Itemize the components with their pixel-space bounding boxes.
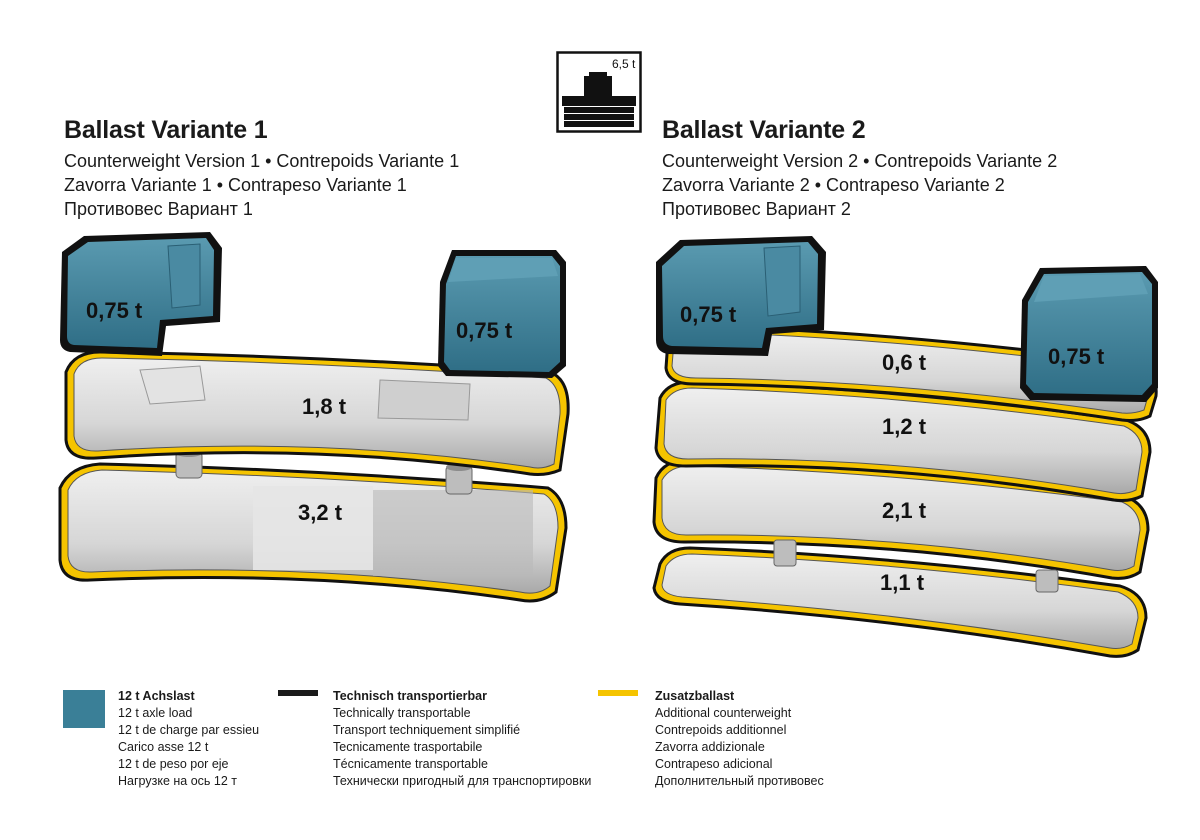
variant1-heading: Ballast Variante 1 Counterweight Version…	[64, 116, 459, 221]
legend-additional-line: Zavorra addizionale	[655, 740, 765, 754]
variant2-subtitle-2: Zavorra Variante 2 • Contrapeso Variante…	[662, 175, 1005, 195]
legend-transportable-title: Technisch transportierbar	[333, 689, 487, 703]
crane-carrier-icon: 6,5 t	[556, 51, 642, 133]
legend-transportable-line: Transport techniquement simplifié	[333, 723, 521, 737]
legend-additional-line: Contrepoids additionnel	[655, 723, 787, 737]
icon-weight-label: 6,5 t	[612, 57, 636, 71]
legend-swatch-transportable	[278, 690, 318, 696]
v1-block-0-75t-right	[438, 250, 566, 378]
legend-transportable-line: Tecnicamente trasportabile	[333, 740, 483, 754]
legend-axle-load-line: 12 t axle load	[118, 706, 193, 720]
legend-axle-load: 12 t Achslast 12 t axle load 12 t de cha…	[118, 688, 259, 790]
v2-label-0-75t-left: 0,75 t	[680, 302, 737, 327]
legend-transportable-line: Технически пригодный для транспортировки	[333, 774, 592, 788]
legend-transportable-line: Technically transportable	[333, 706, 471, 720]
legend-additional-title: Zusatzballast	[655, 689, 735, 703]
v1-label-0-75t-left: 0,75 t	[86, 298, 143, 323]
legend-swatch-additional	[598, 690, 638, 696]
legend-additional-line: Contrapeso adicional	[655, 757, 773, 771]
variant2-heading: Ballast Variante 2 Counterweight Version…	[662, 116, 1057, 221]
variant1-subtitle-2: Zavorra Variante 1 • Contrapeso Variante…	[64, 175, 407, 195]
variant2-subtitle-1: Counterweight Version 2 • Contrepoids Va…	[662, 151, 1058, 171]
legend-swatch-axle-load	[63, 690, 105, 728]
legend-additional: Zusatzballast Additional counterweight C…	[655, 688, 824, 790]
v1-label-3-2t: 3,2 t	[298, 500, 343, 525]
legend-additional-line: Additional counterweight	[655, 706, 792, 720]
v2-block-2-1t	[652, 458, 1150, 593]
v2-label-1-1t: 1,1 t	[880, 570, 925, 595]
legend-axle-load-line: Carico asse 12 t	[118, 740, 209, 754]
legend-transportable: Technisch transportierbar Technically tr…	[333, 688, 591, 790]
v1-label-1-8t: 1,8 t	[302, 394, 347, 419]
v2-label-0-75t-right: 0,75 t	[1048, 344, 1105, 369]
legend-additional-line: Дополнительный противовес	[655, 774, 824, 788]
legend-axle-load-line: Нагрузке на ось 12 т	[118, 774, 237, 788]
v1-block-0-75t-left	[60, 232, 222, 356]
v1-block-1-8t	[64, 350, 570, 476]
v1-block-3-2t	[58, 449, 568, 603]
legend-axle-load-title: 12 t Achslast	[118, 689, 195, 703]
variant1-title: Ballast Variante 1	[64, 116, 268, 144]
ballast-illustration: 0,75 t 0,75 t 1,8 t 3,2 t 0,75 t 0,75 t …	[58, 232, 1158, 658]
legend-transportable-line: Técnicamente transportable	[333, 757, 488, 771]
legend-axle-load-line: 12 t de peso por eje	[118, 757, 229, 771]
v2-block-0-75t-left	[656, 236, 826, 356]
v2-label-1-2t: 1,2 t	[882, 414, 927, 439]
v2-label-2-1t: 2,1 t	[882, 498, 927, 523]
v1-label-0-75t-right: 0,75 t	[456, 318, 513, 343]
v2-label-0-6t: 0,6 t	[882, 350, 927, 375]
variant2-subtitle-3: Противовес Вариант 2	[662, 199, 851, 219]
legend-axle-load-line: 12 t de charge par essieu	[118, 723, 260, 737]
v2-block-0-75t-right	[1020, 266, 1158, 402]
v2-block-1-1t	[652, 546, 1148, 658]
variant1-subtitle-1: Counterweight Version 1 • Contrepoids Va…	[64, 151, 460, 171]
variant2-title: Ballast Variante 2	[662, 116, 866, 144]
variant1-subtitle-3: Противовес Вариант 1	[64, 199, 253, 219]
